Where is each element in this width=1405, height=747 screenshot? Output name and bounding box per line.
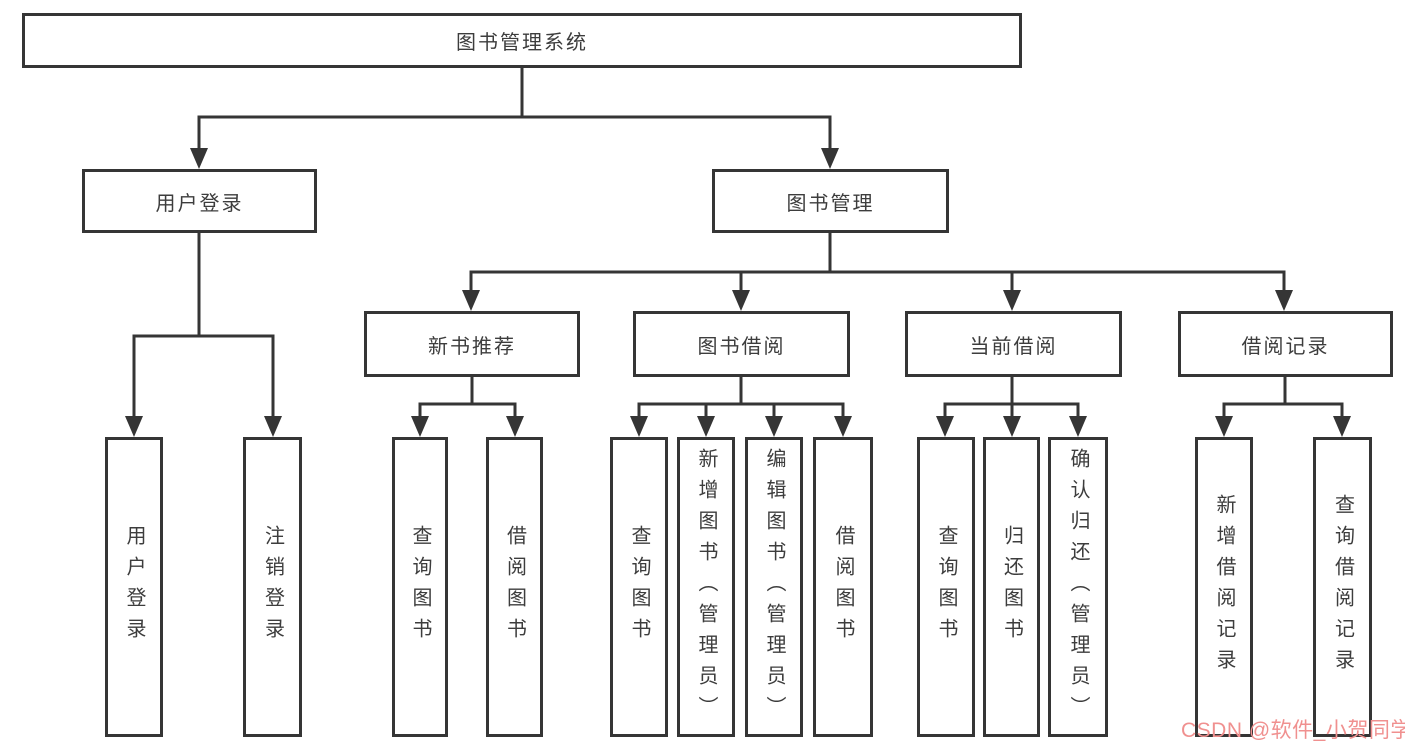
leaf-box-logout: 注销登录 — [243, 437, 302, 737]
leaf-label-borrow-books-1: 借阅图书 — [503, 525, 526, 649]
node-label-root: 图书管理系统 — [456, 32, 588, 54]
leaf-label-borrow-books-2: 借阅图书 — [832, 525, 854, 649]
leaf-label-user-login: 用户登录 — [123, 525, 145, 649]
node-box-book-management: 图书管理 — [712, 169, 949, 233]
node-box-current-borrowing: 当前借阅 — [905, 311, 1122, 377]
leaf-label-query-borrow-record: 查询借阅记录 — [1331, 494, 1354, 680]
leaf-label-add-books-admin: 新增图书（管理员） — [695, 447, 717, 727]
node-label-new-book-recommend: 新书推荐 — [428, 335, 516, 358]
leaf-label-add-borrow-record: 新增借阅记录 — [1213, 494, 1235, 680]
leaf-box-borrow-books-2: 借阅图书 — [813, 437, 873, 737]
leaf-label-query-books-1: 查询图书 — [409, 525, 431, 649]
leaf-label-return-books: 归还图书 — [1000, 525, 1023, 649]
leaf-box-add-books-admin: 新增图书（管理员） — [677, 437, 735, 737]
node-label-book-management: 图书管理 — [786, 192, 875, 215]
node-box-borrowing-records: 借阅记录 — [1178, 311, 1393, 377]
leaf-box-add-borrow-record: 新增借阅记录 — [1195, 437, 1253, 737]
leaf-label-query-books-2: 查询图书 — [628, 525, 650, 649]
leaf-box-edit-books-admin: 编辑图书（管理员） — [745, 437, 803, 737]
leaf-box-borrow-books-1: 借阅图书 — [486, 437, 543, 737]
leaf-box-return-books: 归还图书 — [983, 437, 1040, 737]
leaf-box-query-borrow-record: 查询借阅记录 — [1313, 437, 1372, 737]
node-box-new-book-recommend: 新书推荐 — [364, 311, 580, 377]
leaf-label-edit-books-admin: 编辑图书（管理员） — [763, 447, 785, 727]
leaf-box-user-login: 用户登录 — [105, 437, 163, 737]
leaf-box-confirm-return-admin: 确认归还（管理员） — [1048, 437, 1108, 737]
node-box-book-borrowing: 图书借阅 — [633, 311, 850, 377]
leaf-label-query-books-3: 查询图书 — [935, 525, 957, 649]
node-label-book-borrowing: 图书借阅 — [697, 335, 786, 358]
node-label-borrowing-records: 借阅记录 — [1241, 335, 1330, 358]
node-label-user-login: 用户登录 — [155, 192, 244, 215]
node-box-root: 图书管理系统 — [22, 13, 1022, 68]
leaf-box-query-books-2: 查询图书 — [610, 437, 668, 737]
node-label-current-borrowing: 当前借阅 — [969, 335, 1058, 358]
leaf-label-logout: 注销登录 — [261, 525, 284, 649]
node-box-user-login: 用户登录 — [82, 169, 317, 233]
leaf-label-confirm-return-admin: 确认归还（管理员） — [1067, 447, 1089, 727]
leaf-box-query-books-3: 查询图书 — [917, 437, 975, 737]
csdn-watermark: CSDN @软件_小贺同学 — [1181, 719, 1405, 742]
leaf-box-query-books-1: 查询图书 — [392, 437, 448, 737]
